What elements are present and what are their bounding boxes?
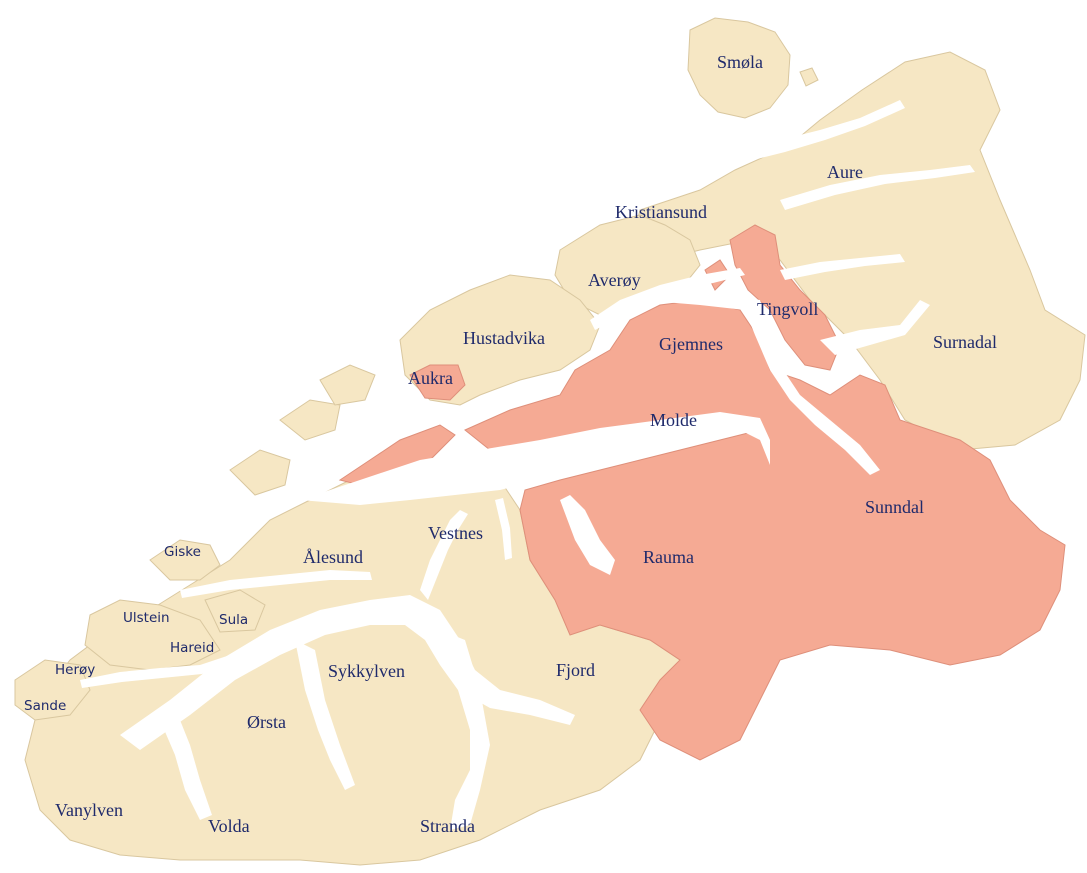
label-molde: Molde bbox=[650, 410, 697, 430]
region-giske[interactable] bbox=[149, 539, 221, 581]
fjord-tresfjord bbox=[495, 498, 512, 560]
region-coastal-islands-1 bbox=[229, 449, 291, 496]
label-giske: Giske bbox=[164, 544, 201, 560]
fjord-isfjord bbox=[560, 495, 615, 575]
label-sande: Sande bbox=[24, 698, 66, 714]
label-tingvoll: Tingvoll bbox=[757, 299, 818, 319]
label-heroy: Herøy bbox=[55, 662, 95, 678]
region-smola[interactable] bbox=[687, 17, 791, 119]
fjord-sunnylv bbox=[420, 510, 468, 600]
region-coastal-islands-2 bbox=[279, 399, 341, 441]
label-vestnes: Vestnes bbox=[428, 523, 483, 543]
region-sula[interactable] bbox=[204, 589, 266, 633]
label-stranda: Stranda bbox=[420, 816, 475, 836]
label-gjemnes: Gjemnes bbox=[659, 334, 723, 354]
region-heroy-sande[interactable] bbox=[14, 659, 91, 721]
municipality-labels: Smøla Aure Kristiansund Averøy Tingvoll … bbox=[24, 52, 997, 836]
label-hustadvika: Hustadvika bbox=[463, 328, 545, 348]
region-coastal-islands-3 bbox=[319, 364, 376, 406]
fjord-surna bbox=[780, 254, 905, 280]
label-aure: Aure bbox=[827, 162, 863, 182]
fjord-hjorund bbox=[295, 640, 355, 790]
label-surnadal: Surnadal bbox=[933, 332, 997, 352]
sound-kristiansund bbox=[590, 268, 745, 330]
label-kristiansund: Kristiansund bbox=[615, 202, 707, 222]
fjord-romsdal bbox=[300, 412, 770, 505]
label-sunndal: Sunndal bbox=[865, 497, 924, 517]
fjord-geiranger bbox=[440, 630, 490, 830]
label-volda: Volda bbox=[208, 816, 250, 836]
sound-giske bbox=[180, 570, 372, 598]
fjord-storfjorden bbox=[120, 595, 575, 750]
fjord-tingvoll bbox=[640, 290, 880, 475]
label-sula: Sula bbox=[219, 612, 248, 628]
islet bbox=[799, 67, 819, 87]
label-smola: Smøla bbox=[717, 52, 763, 72]
water-layer bbox=[80, 100, 975, 830]
label-rauma: Rauma bbox=[643, 547, 694, 567]
region-ulstein-hareid[interactable] bbox=[84, 599, 221, 671]
label-ulstein: Ulstein bbox=[123, 610, 170, 626]
label-sykkylven: Sykkylven bbox=[328, 661, 405, 681]
region-aukra[interactable] bbox=[409, 364, 466, 401]
fjord-smola-sound bbox=[700, 100, 905, 170]
label-alesund: Ålesund bbox=[303, 547, 363, 567]
label-averoy: Averøy bbox=[588, 270, 641, 290]
label-fjord: Fjord bbox=[556, 660, 595, 680]
sound-hareid bbox=[80, 655, 235, 688]
fjord-volds bbox=[160, 715, 212, 820]
label-aukra: Aukra bbox=[408, 368, 453, 388]
region-tingvoll[interactable] bbox=[729, 224, 841, 371]
fjord-halsa bbox=[820, 300, 930, 355]
highlight-layer bbox=[338, 224, 1066, 761]
fjord-aure bbox=[780, 165, 975, 210]
label-vanylven: Vanylven bbox=[55, 800, 123, 820]
label-hareid: Hareid bbox=[170, 640, 214, 656]
label-orsta: Ørsta bbox=[247, 712, 286, 732]
